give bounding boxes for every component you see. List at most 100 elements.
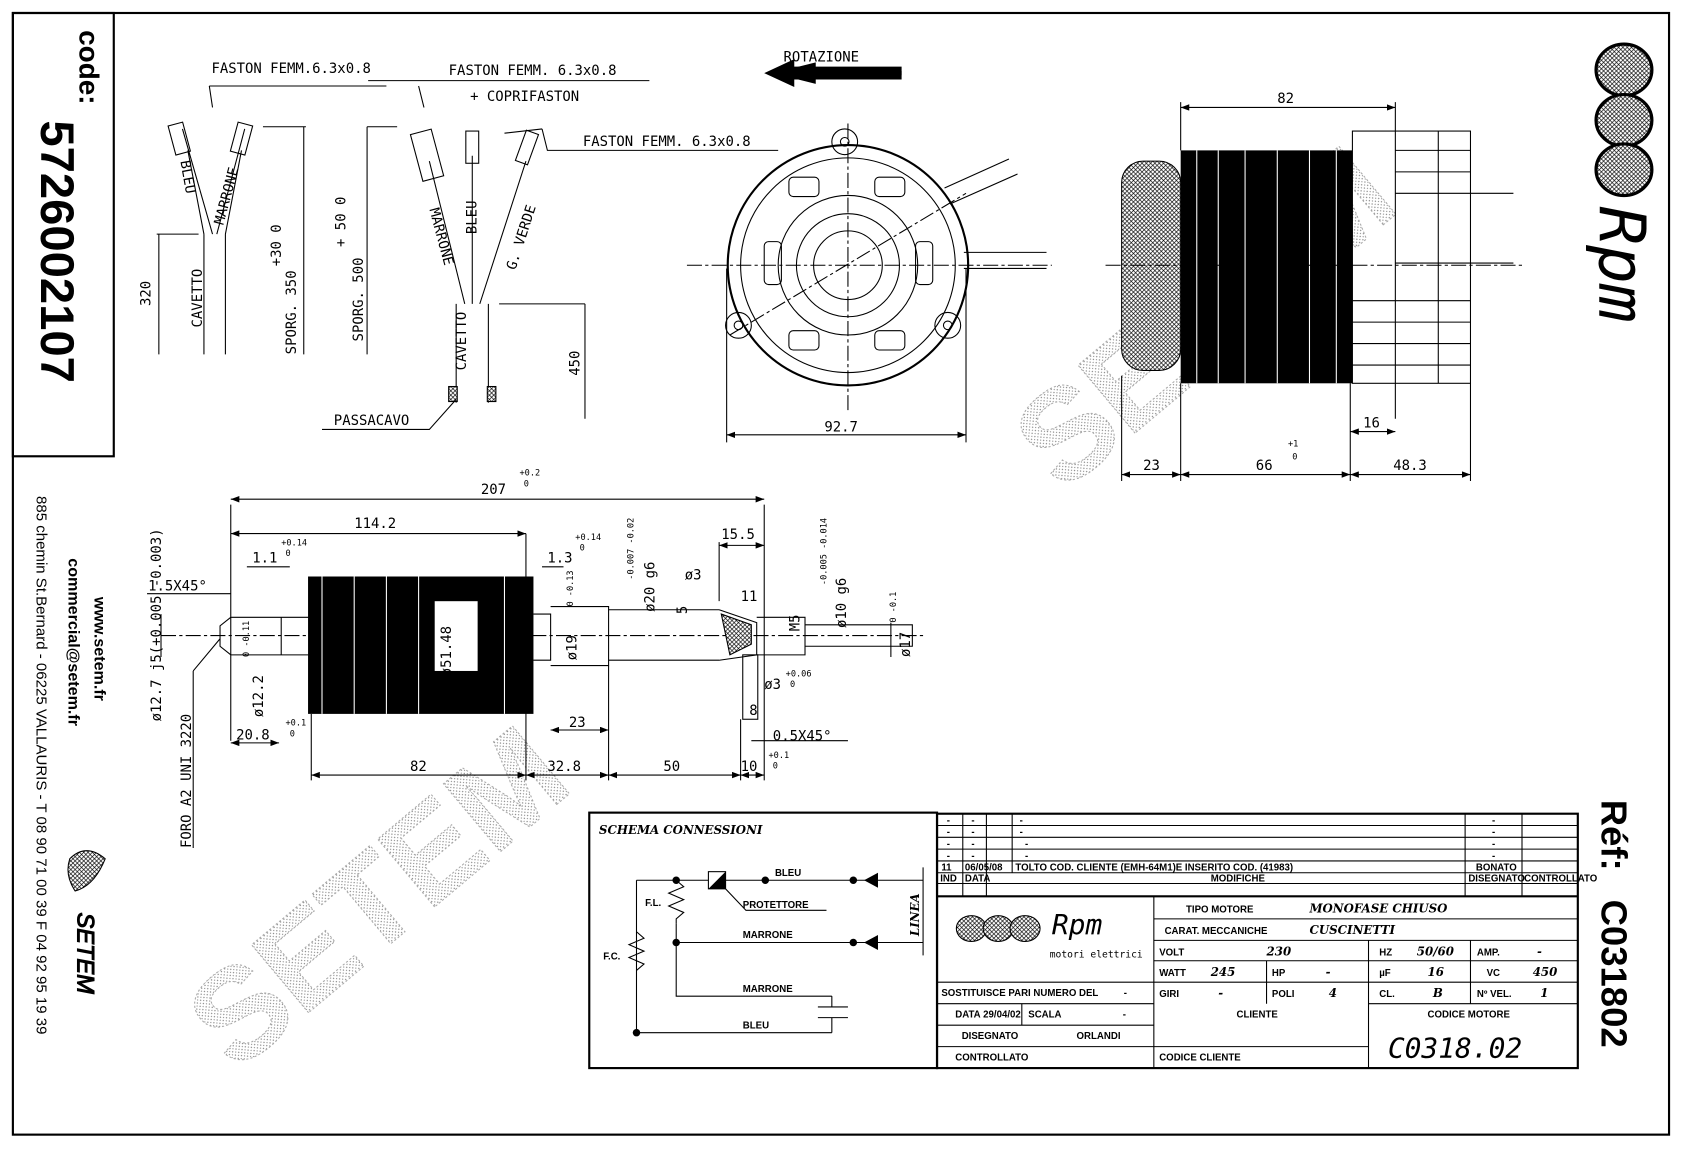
tol-207-a: +0.2 bbox=[519, 469, 540, 479]
dim-5: 5 bbox=[675, 606, 691, 614]
svg-text:CODICE CLIENTE: CODICE CLIENTE bbox=[1159, 1053, 1241, 1064]
svg-text:CL.: CL. bbox=[1379, 989, 1395, 1000]
svg-text:Réf:: Réf: bbox=[1593, 800, 1634, 871]
motor-front-view bbox=[686, 123, 1052, 443]
svg-text:-: - bbox=[1020, 815, 1023, 826]
svg-text:-: - bbox=[1025, 839, 1028, 850]
rev-header-ind: IND bbox=[940, 873, 957, 884]
dim-23-shaft: 23 bbox=[569, 715, 586, 731]
svg-text:-: - bbox=[947, 851, 950, 862]
svg-text:-: - bbox=[971, 839, 974, 850]
motor-side-view bbox=[1105, 102, 1525, 481]
svg-text:TOLTO COD. CLIENTE (EMH-64M1)E: TOLTO COD. CLIENTE (EMH-64M1)E INSERITO … bbox=[1015, 863, 1293, 874]
dim-16: 16 bbox=[1363, 415, 1380, 431]
schema-protettore: PROTETTORE bbox=[743, 900, 809, 911]
dia-10: ø10 g6 bbox=[834, 578, 850, 628]
tol-1-1-b: 0 bbox=[286, 549, 291, 559]
svg-text:AMP.: AMP. bbox=[1477, 947, 1500, 958]
dim-114-2: 114.2 bbox=[354, 516, 396, 532]
svg-text:CONTROLLATO: CONTROLLATO bbox=[955, 1053, 1029, 1064]
lead-bleu-2: BLEU bbox=[465, 201, 481, 235]
tol-350: +30 0 bbox=[269, 224, 285, 266]
svg-text:4: 4 bbox=[1329, 986, 1337, 1000]
drawing-info: SOSTITUISCE PARI NUMERO DEL - DATA 29/04… bbox=[941, 988, 1522, 1064]
dia-12-7: ø12.7 j5(+0.005 -0.003) bbox=[149, 528, 165, 721]
svg-text:µF: µF bbox=[1379, 968, 1391, 979]
dim-48-3: 48.3 bbox=[1393, 458, 1427, 474]
tol-1-1-a: +0.14 bbox=[281, 538, 307, 548]
svg-text:TIPO MOTORE: TIPO MOTORE bbox=[1186, 904, 1254, 915]
svg-text:-: - bbox=[1020, 827, 1023, 838]
tol-12-2: 0 -0.11 bbox=[242, 621, 252, 657]
code-label: code: bbox=[73, 30, 104, 104]
svg-text:SCALA: SCALA bbox=[1028, 1010, 1061, 1021]
svg-text:50/60: 50/60 bbox=[1417, 944, 1455, 958]
tol-207-b: 0 bbox=[524, 479, 529, 489]
svg-text:C031802: C031802 bbox=[1593, 900, 1634, 1048]
chamfer-1-5: 1.5X45° bbox=[148, 578, 207, 594]
passacavo-label: PASSACAVO bbox=[334, 413, 410, 429]
schema-fl: F.L. bbox=[645, 898, 661, 909]
dim-92-7: 92.7 bbox=[824, 420, 858, 436]
rotation-label: ROTAZIONE bbox=[784, 49, 860, 65]
address: 885 chemin St.Bernard - 06225 VALLAURIS … bbox=[32, 496, 49, 1034]
svg-text:SETEM: SETEM bbox=[162, 699, 594, 1095]
wiring-leads bbox=[156, 59, 902, 430]
schema-bleu-2: BLEU bbox=[743, 1020, 769, 1031]
revision-row: ---- bbox=[947, 839, 1495, 850]
code-box bbox=[11, 11, 115, 458]
foro-label: FORO A2 UNI 3220 bbox=[179, 714, 195, 848]
svg-text:06/05/08: 06/05/08 bbox=[965, 863, 1003, 874]
website: www.setem.fr bbox=[90, 596, 108, 702]
email: commercial@setem.fr bbox=[65, 558, 83, 727]
dim-1-3: 1.3 bbox=[547, 551, 572, 567]
svg-text:Rpm: Rpm bbox=[1583, 206, 1658, 322]
svg-text:GIRI: GIRI bbox=[1159, 989, 1179, 1000]
svg-text:1: 1 bbox=[1540, 986, 1548, 1000]
revision-row: ---- bbox=[947, 827, 1495, 838]
thread-m5: M5 bbox=[788, 614, 804, 631]
tol-3-b: 0 bbox=[790, 680, 795, 690]
tol-20-8-a: +0.1 bbox=[286, 719, 307, 729]
revision-row: ---- bbox=[947, 851, 1495, 862]
cavetto-label: CAVETTO bbox=[190, 269, 206, 328]
dia-3-b: ø3 bbox=[764, 677, 781, 693]
dim-50: 50 bbox=[663, 759, 680, 775]
svg-text:MONOFASE CHIUSO: MONOFASE CHIUSO bbox=[1308, 901, 1448, 915]
svg-text:-: - bbox=[947, 815, 950, 826]
lead-bleu: BLEU bbox=[176, 159, 198, 195]
svg-text:-: - bbox=[947, 827, 950, 838]
rpm-logo-small: Rpm motori elettrici bbox=[955, 908, 1143, 961]
faston-label-b: FASTON FEMM. 6.3x0.8 bbox=[449, 63, 617, 79]
svg-text:HZ: HZ bbox=[1379, 947, 1392, 958]
lead-marrone: MARRONE bbox=[212, 166, 243, 227]
code-value: 5726002107 bbox=[30, 120, 83, 383]
tol-10: -0.005 -0.014 bbox=[819, 518, 829, 585]
dia-20: ø20 g6 bbox=[643, 562, 659, 612]
schema-marrone: MARRONE bbox=[743, 930, 793, 941]
svg-text:-: - bbox=[971, 827, 974, 838]
svg-text:-: - bbox=[1218, 986, 1223, 1000]
schema-bleu: BLEU bbox=[775, 868, 801, 879]
dim-23-side: 23 bbox=[1143, 458, 1160, 474]
dim-66: 66 bbox=[1256, 458, 1273, 474]
rev-header-modifiche: MODIFICHE bbox=[1211, 873, 1266, 884]
svg-text:B: B bbox=[1432, 986, 1443, 1000]
svg-text:SOSTITUISCE PARI NUMERO DEL: SOSTITUISCE PARI NUMERO DEL bbox=[941, 988, 1098, 999]
svg-text:HP: HP bbox=[1272, 968, 1286, 979]
tol-10-b: 0 bbox=[773, 762, 778, 772]
tol-1-3-b: 0 bbox=[580, 544, 585, 554]
dim-15-5: 15.5 bbox=[721, 527, 755, 543]
svg-text:11: 11 bbox=[941, 863, 952, 874]
dim-207: 207 bbox=[481, 482, 506, 498]
svg-text:Nº VEL.: Nº VEL. bbox=[1477, 989, 1512, 1000]
svg-text:-: - bbox=[947, 839, 950, 850]
tol-66-a: +1 bbox=[1288, 440, 1298, 450]
svg-text:WATT: WATT bbox=[1159, 968, 1186, 979]
svg-text:Rpm: Rpm bbox=[1052, 908, 1103, 941]
svg-text:-: - bbox=[1492, 839, 1495, 850]
svg-text:245: 245 bbox=[1210, 965, 1236, 979]
svg-text:-: - bbox=[1326, 965, 1331, 979]
